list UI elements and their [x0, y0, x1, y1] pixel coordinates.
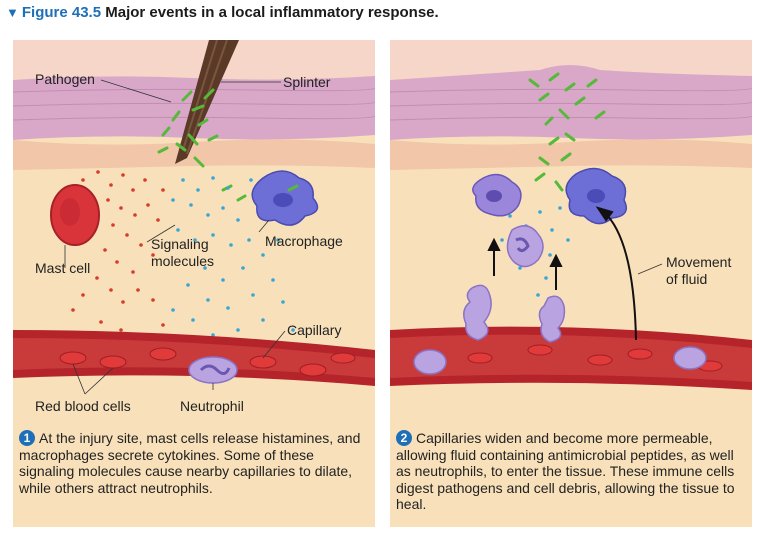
label-splinter: Splinter	[283, 74, 331, 90]
pathogens-2	[528, 72, 606, 192]
splinter-shape	[175, 40, 239, 164]
skin-surface	[13, 40, 375, 80]
cytokine-molecules	[171, 176, 295, 337]
panel-injury-site: Pathogen Splinter Signaling molecules Ma…	[13, 40, 375, 527]
caption-1-text: At the injury site, mast cells release h…	[19, 430, 361, 496]
red-blood-cells-2	[467, 344, 723, 372]
panel-1-illustration	[13, 40, 375, 395]
leader-lines	[64, 79, 286, 395]
label-movement-2: of fluid	[666, 271, 708, 287]
neutrophil-in-vessel-1	[413, 349, 447, 375]
neutrophil-in-vessel-2	[673, 346, 707, 370]
label-signaling-2: molecules	[151, 253, 215, 269]
dermis-layer	[13, 139, 375, 170]
figure-title-text: Major events in a local inflammatory res…	[105, 4, 439, 21]
label-movement-1: Movement	[666, 254, 732, 270]
label-neutrophil: Neutrophil	[180, 398, 244, 414]
caption-2-text: Capillaries widen and become more permea…	[396, 430, 735, 512]
figure-number: Figure 43.5	[21, 4, 102, 21]
label-macrophage: Macrophage	[265, 233, 343, 249]
label-pathogen: Pathogen	[35, 71, 95, 87]
figure-triangle-icon: ▼	[6, 5, 19, 20]
panel-2-illustration	[390, 40, 752, 390]
label-red-blood-cells: Red blood cells	[35, 398, 131, 414]
label-capillary: Capillary	[287, 322, 342, 338]
neutrophil-in-tissue	[506, 225, 544, 268]
swollen-epidermis	[390, 65, 752, 140]
label-mast-cell: Mast cell	[35, 260, 91, 276]
label-signaling-1: Signaling	[151, 236, 209, 252]
leader-lines-2	[637, 263, 663, 275]
neutrophil-emigrating-2	[538, 295, 566, 343]
neutrophil-emigrating-1	[463, 284, 492, 341]
cytokines-2	[500, 206, 570, 297]
neutrophil-cell	[188, 356, 238, 384]
figure-title: ▼Figure 43.5 Major events in a local inf…	[6, 4, 439, 21]
fluid-arrows	[487, 206, 637, 341]
step-2-badge: 2	[396, 430, 412, 446]
step-1-badge: 1	[19, 430, 35, 446]
